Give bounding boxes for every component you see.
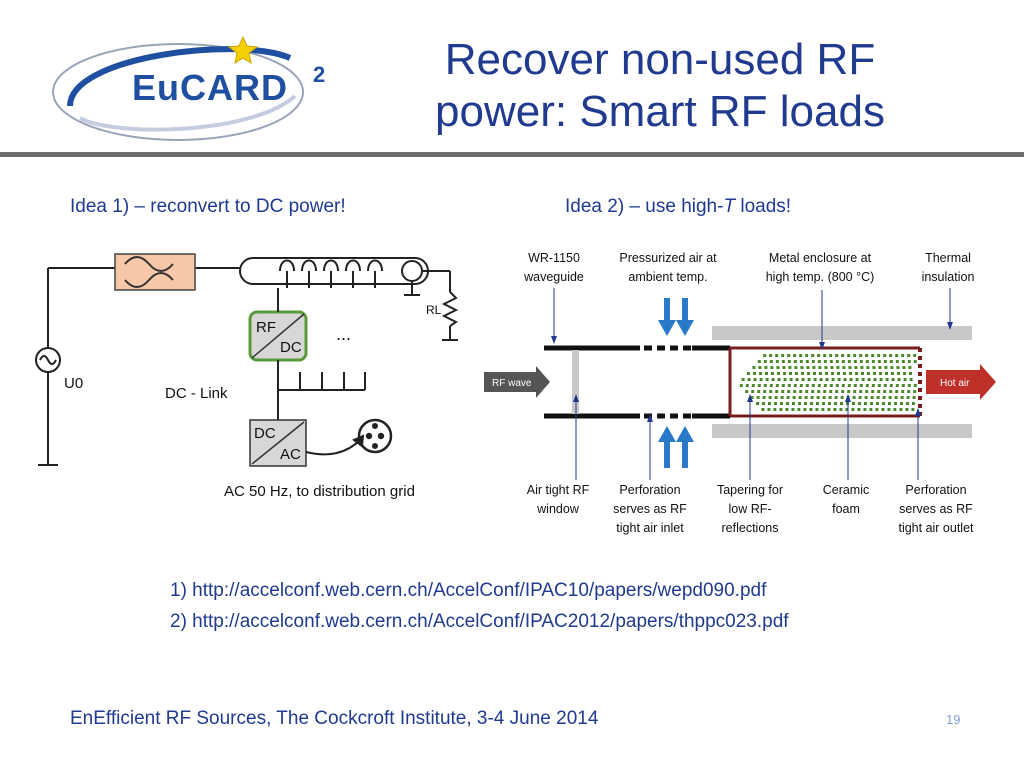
caption-foam-1: Ceramic xyxy=(823,483,870,497)
rf-dc-top: RF xyxy=(256,319,276,336)
caption-waveguide-1: WR-1150 xyxy=(528,251,580,265)
slide-title-line1: Recover non-used RF xyxy=(444,35,876,84)
idea2-label: Idea 2) – use high-T loads! xyxy=(565,196,791,218)
caption-pressurized-2: ambient temp. xyxy=(628,270,707,284)
caption-taper-1: Tapering for xyxy=(717,483,783,497)
thermal-insulation-bottom xyxy=(712,424,972,438)
grid-label: AC 50 Hz, to distribution grid xyxy=(224,483,415,500)
rf-window xyxy=(572,350,579,414)
caption-enclosure-2: high temp. (800 °C) xyxy=(766,270,875,284)
rf-wave-label: RF wave xyxy=(492,378,532,389)
caption-taper-3: reflections xyxy=(722,521,779,535)
rl-label: RL xyxy=(426,303,442,317)
idea2-label-prefix: Idea 2) – use high- xyxy=(565,196,724,217)
caption-insulation-2: insulation xyxy=(922,270,975,284)
idea2-label-suffix: loads! xyxy=(735,196,792,217)
eucard-logo: EuCARD 2 xyxy=(52,36,325,141)
rf-dc-bottom: DC xyxy=(280,339,302,356)
caption-outlet-1: Perforation xyxy=(905,483,966,497)
caption-window-1: Air tight RF xyxy=(527,483,590,497)
rf-wave-arrow xyxy=(484,366,550,398)
thermal-insulation-top xyxy=(712,326,972,340)
reference-link-2[interactable]: 2) http://accelconf.web.cern.ch/AccelCon… xyxy=(170,611,789,632)
star-icon xyxy=(227,36,259,65)
caption-outlet-3: tight air outlet xyxy=(898,521,974,535)
idea2-label-italic: T xyxy=(723,196,736,217)
caption-pressurized-1: Pressurized air at xyxy=(619,251,717,265)
hot-air-arrow xyxy=(926,364,996,400)
u0-label: U0 xyxy=(64,375,83,392)
high-temp-load-diagram: RF wave Hot air WR-1150 waveguide Pressu… xyxy=(484,251,996,535)
bus-dots: ... xyxy=(336,324,351,344)
dc-ac-top: DC xyxy=(254,425,276,442)
caption-insulation-1: Thermal xyxy=(925,251,971,265)
footer-text: EnEfficient RF Sources, The Cockcroft In… xyxy=(70,708,599,729)
air-inlet-arrows xyxy=(658,298,694,468)
title-divider xyxy=(0,152,1024,157)
caption-inlet-2: serves as RF xyxy=(613,502,687,516)
caption-outlet-2: serves as RF xyxy=(899,502,973,516)
logo-text: EuCARD xyxy=(132,67,288,108)
dc-ac-bottom: AC xyxy=(280,446,301,463)
caption-inlet-3: tight air inlet xyxy=(616,521,684,535)
caption-enclosure-1: Metal enclosure at xyxy=(769,251,872,265)
caption-taper-2: low RF- xyxy=(728,502,771,516)
dc-reconversion-circuit: RF DC ... RL U0 DC - Link DC AC AC 50 Hz… xyxy=(35,253,459,500)
caption-inlet-1: Perforation xyxy=(619,483,680,497)
slide-title-line2: power: Smart RF loads xyxy=(435,87,885,136)
reference-link-1[interactable]: 1) http://accelconf.web.cern.ch/AccelCon… xyxy=(170,580,767,601)
references: 1) http://accelconf.web.cern.ch/AccelCon… xyxy=(170,575,789,637)
caption-waveguide-2: waveguide xyxy=(523,270,584,284)
caption-window-2: window xyxy=(536,502,580,516)
dc-link-label: DC - Link xyxy=(165,385,228,402)
idea1-label: Idea 1) – reconvert to DC power! xyxy=(70,196,346,217)
page-number: 19 xyxy=(946,712,961,727)
hot-air-label: Hot air xyxy=(940,378,970,389)
caption-foam-2: foam xyxy=(832,502,860,516)
slide-title: Recover non-used RF power: Smart RF load… xyxy=(400,34,920,138)
logo-superscript: 2 xyxy=(313,62,325,87)
ceramic-foam xyxy=(739,354,917,411)
